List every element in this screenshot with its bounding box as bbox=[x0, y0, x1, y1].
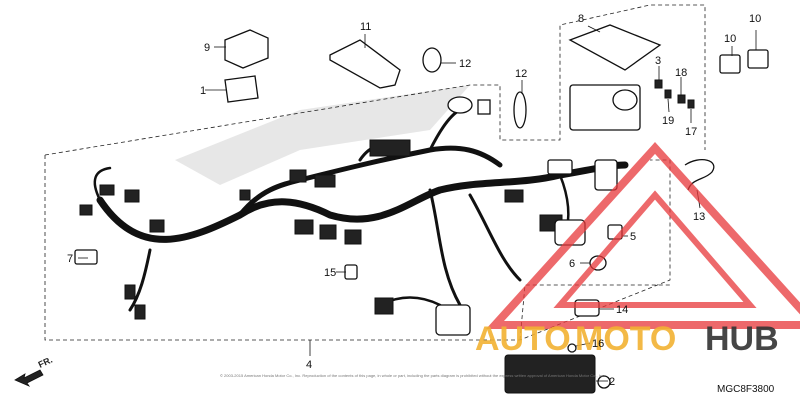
callout-18: 18 bbox=[675, 67, 687, 79]
copyright-text: © 2003-2015 American Honda Motor Co., In… bbox=[220, 373, 605, 378]
connector-bottom-2 bbox=[435, 304, 471, 336]
watermark-text-auto: AUTO bbox=[475, 320, 571, 358]
callout-17: 17 bbox=[685, 126, 697, 138]
regulator-mount bbox=[597, 375, 611, 389]
harness-connectors bbox=[79, 96, 573, 336]
connector-top-block bbox=[369, 139, 411, 157]
top-parts bbox=[224, 24, 769, 191]
front-direction-indicator: FR. bbox=[14, 355, 54, 387]
connector-left-1 bbox=[79, 204, 93, 216]
part-8-fusebox-cover bbox=[568, 24, 662, 71]
watermark-text-moto: MOTO bbox=[575, 320, 676, 358]
callout-numbers: 1 2 3 4 5 6 7 8 9 10 10 11 12 12 13 14 1… bbox=[67, 13, 761, 388]
connector-right-3 bbox=[547, 159, 573, 175]
connector-right-1 bbox=[504, 189, 524, 203]
callout-15: 15 bbox=[324, 267, 336, 279]
connector-bottom-1 bbox=[374, 297, 394, 315]
connector-mid-5 bbox=[289, 169, 307, 183]
part-12-band bbox=[422, 47, 442, 73]
watermark-triangle bbox=[485, 142, 800, 329]
callout-5: 5 bbox=[630, 231, 636, 243]
connector-left-6 bbox=[134, 304, 146, 320]
front-direction-label: FR. bbox=[37, 355, 54, 370]
callout-4: 4 bbox=[306, 359, 312, 371]
part-9-relay bbox=[224, 29, 269, 69]
callout-9: 9 bbox=[204, 42, 210, 54]
part-1-holder bbox=[224, 75, 259, 103]
callout-11: 11 bbox=[360, 21, 371, 33]
frame-shading bbox=[175, 85, 470, 185]
part-11-cover bbox=[329, 39, 401, 89]
callout-7: 7 bbox=[67, 253, 73, 265]
part-13-band bbox=[684, 159, 715, 191]
connector-top-small bbox=[477, 99, 491, 115]
part-12-band-b bbox=[513, 91, 527, 129]
connector-left-5 bbox=[124, 284, 136, 300]
callout-12b: 12 bbox=[515, 68, 527, 80]
part-15-clip bbox=[344, 264, 358, 280]
watermark-text-hub: HUB bbox=[705, 320, 779, 358]
connector-mid-6 bbox=[314, 174, 336, 188]
part-19-fuse bbox=[664, 89, 672, 99]
watermark-logo: AUTO MOTO HUB bbox=[475, 320, 779, 358]
part-17-fuse bbox=[687, 99, 695, 109]
part-10-relay-a bbox=[719, 54, 741, 74]
callout-6: 6 bbox=[569, 258, 575, 270]
part-7-clip bbox=[74, 249, 98, 265]
part-2-regulator bbox=[504, 354, 596, 394]
connector-left-4 bbox=[149, 219, 165, 233]
callout-14: 14 bbox=[616, 304, 628, 316]
callout-16: 16 bbox=[592, 338, 604, 350]
part-16-bolt bbox=[567, 343, 577, 353]
connector-left-3 bbox=[124, 189, 140, 203]
callout-12a: 12 bbox=[459, 58, 471, 70]
connector-mid-1 bbox=[239, 189, 251, 201]
connector-top-round bbox=[447, 96, 473, 114]
connector-mid-3 bbox=[319, 224, 337, 240]
callout-3: 3 bbox=[655, 55, 661, 67]
connector-mid-4 bbox=[344, 229, 362, 245]
callout-19: 19 bbox=[662, 115, 674, 127]
callout-10b: 10 bbox=[749, 13, 761, 25]
part-3-fuse bbox=[654, 79, 663, 89]
part-18-fuse bbox=[677, 94, 686, 104]
starter-relay bbox=[612, 89, 638, 111]
callout-13: 13 bbox=[693, 211, 705, 223]
connector-mid-2 bbox=[294, 219, 314, 235]
part-10-relay-b bbox=[747, 49, 769, 69]
front-arrow-icon bbox=[14, 369, 44, 387]
diagram-code: MGC8F3800 bbox=[717, 384, 775, 395]
callout-10a: 10 bbox=[724, 33, 736, 45]
callout-8: 8 bbox=[578, 13, 584, 25]
callout-1: 1 bbox=[200, 85, 206, 97]
callout-2: 2 bbox=[609, 376, 615, 388]
connector-left-2 bbox=[99, 184, 115, 196]
